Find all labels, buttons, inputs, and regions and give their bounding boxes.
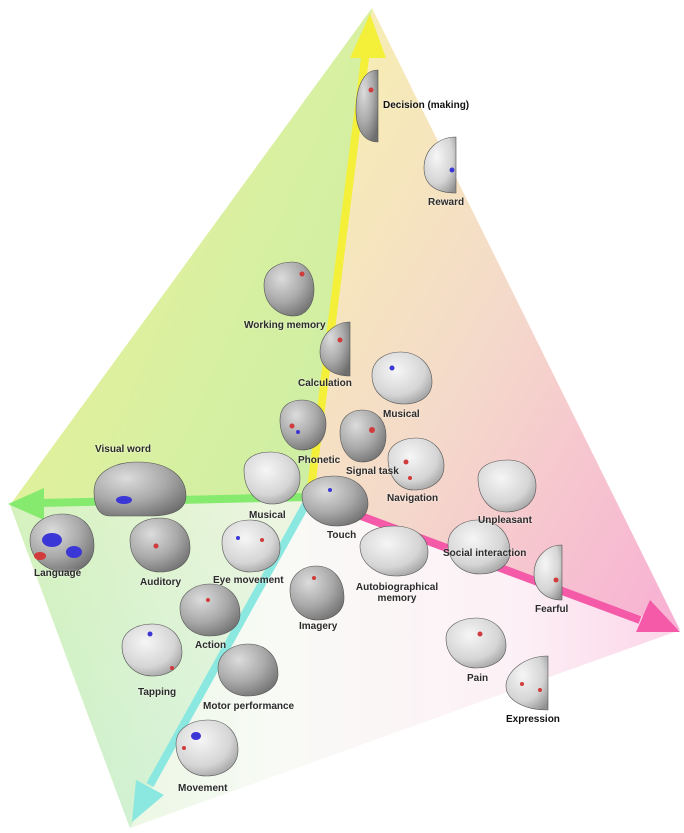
brain-signal-task-icon <box>339 409 387 463</box>
brain-navigation-icon <box>387 437 445 491</box>
label-social-interaction: Social interaction <box>443 548 527 559</box>
label-movement: Movement <box>178 783 228 794</box>
label-autobiographical-line1: Autobiographical <box>355 582 439 593</box>
label-calculation: Calculation <box>298 378 352 389</box>
label-pain: Pain <box>467 673 489 684</box>
brain-musical-lower-icon <box>243 451 301 505</box>
brain-autobiographical-icon <box>359 525 429 577</box>
brain-fearful-icon <box>533 544 563 601</box>
brain-expression-icon <box>505 655 549 711</box>
label-working-memory: Working memory <box>244 320 326 331</box>
brain-calculation-icon <box>319 321 351 377</box>
label-autobiographical-line2: memory <box>377 593 417 604</box>
brain-action-icon <box>179 583 241 637</box>
cyan-axis <box>132 495 314 822</box>
brain-unpleasant-icon <box>477 459 537 513</box>
label-navigation: Navigation <box>387 493 439 504</box>
brain-eye-movement-icon <box>221 519 281 573</box>
brain-imagery-icon <box>289 565 345 621</box>
label-action: Action <box>195 640 227 651</box>
label-autobiographical-memory: Autobiographical memory <box>354 582 440 604</box>
label-visual-word: Visual word <box>95 444 151 455</box>
brain-decision-icon <box>355 69 379 143</box>
label-tapping: Tapping <box>138 687 177 698</box>
brain-language-icon <box>29 513 95 573</box>
brain-musical-upper-icon <box>371 351 433 405</box>
brain-auditory-icon <box>129 517 191 573</box>
brain-visual-word-icon <box>93 461 187 517</box>
label-signal-task: Signal task <box>346 466 399 477</box>
label-fearful: Fearful <box>535 604 569 615</box>
label-unpleasant: Unpleasant <box>478 515 532 526</box>
label-musical-lower: Musical <box>249 510 286 521</box>
brain-motor-performance-icon <box>217 643 279 697</box>
brain-phonetic-icon <box>279 399 327 451</box>
brain-working-memory-icon <box>263 261 315 317</box>
label-phonetic: Phonetic <box>298 455 341 466</box>
label-decision-making: Decision (making) <box>383 100 470 111</box>
brain-tapping-icon <box>121 623 183 677</box>
label-language: Language <box>34 568 82 579</box>
label-expression: Expression <box>506 714 560 725</box>
label-reward: Reward <box>428 197 465 208</box>
label-imagery: Imagery <box>299 621 338 632</box>
label-motor-performance: Motor performance <box>203 701 295 712</box>
label-auditory: Auditory <box>140 577 182 588</box>
brain-reward-icon <box>423 136 457 194</box>
label-eye-movement: Eye movement <box>213 575 284 586</box>
brain-movement-icon <box>175 719 239 777</box>
brain-pain-icon <box>445 617 507 669</box>
label-touch: Touch <box>327 530 357 541</box>
label-musical-upper: Musical <box>383 409 420 420</box>
brain-touch-icon <box>301 475 369 527</box>
brain-social-interaction-icon <box>447 519 511 575</box>
